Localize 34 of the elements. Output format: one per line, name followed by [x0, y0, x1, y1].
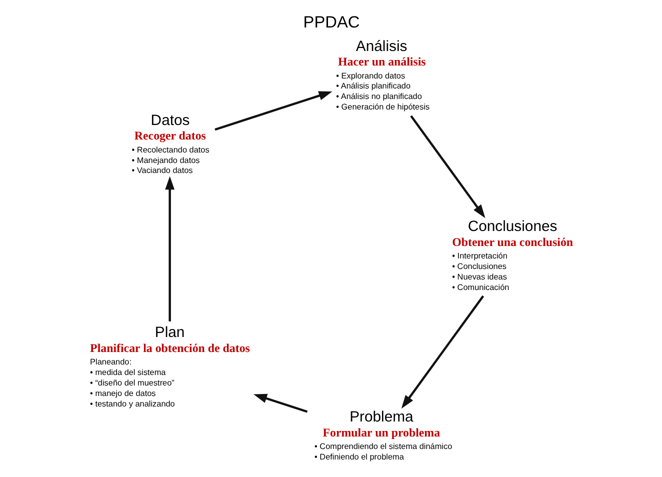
node-label: • Comunicación [452, 282, 509, 292]
node-label: • Análisis planificado [336, 82, 410, 91]
arrow [410, 115, 485, 218]
node-label: • manejo de datos [90, 388, 156, 398]
node-label: • Vaciando datos [131, 166, 192, 176]
node-label: Formular un problema [322, 425, 440, 440]
node-text: Conclusiones [467, 219, 557, 236]
node-label: • Definiendo el problema [314, 452, 404, 462]
node-label: • Comprendiendo el sistema dinámico [314, 442, 452, 452]
node-label: • “diseño del muestreo” [90, 378, 174, 388]
arrow [400, 295, 484, 409]
node-label: • medida del sistema [90, 368, 166, 378]
node-text: Plan [154, 325, 184, 342]
node-label: • Conclusiones [452, 262, 506, 271]
diagram-title: PPDAC [302, 13, 360, 32]
arrow [164, 176, 174, 322]
arrow [253, 394, 308, 413]
arrow [214, 91, 332, 131]
node-label: • Interpretación [452, 251, 507, 260]
node-label: Planeando: [90, 358, 131, 367]
node-label: • Recolectando datos [131, 145, 209, 154]
node-text: Datos [150, 112, 190, 129]
node-text: Análisis [355, 38, 407, 55]
node-label: Obtener una conclusión [452, 234, 573, 249]
node-label: Planificar la obtención de datos [90, 340, 250, 355]
node-label: Recoger datos [134, 128, 206, 143]
node-label: • Explorando datos [336, 71, 405, 80]
node-label: • Manejando datos [131, 156, 200, 165]
node-label: • testando y analizando [90, 399, 174, 408]
node-label: Hacer un análisis [338, 54, 426, 69]
node-text: Problema [349, 410, 413, 426]
node-label: • Nuevas ideas [452, 272, 506, 282]
node-label: • Análisis no planificado [336, 92, 422, 102]
node-label: • Generación de hipótesis [336, 102, 430, 112]
